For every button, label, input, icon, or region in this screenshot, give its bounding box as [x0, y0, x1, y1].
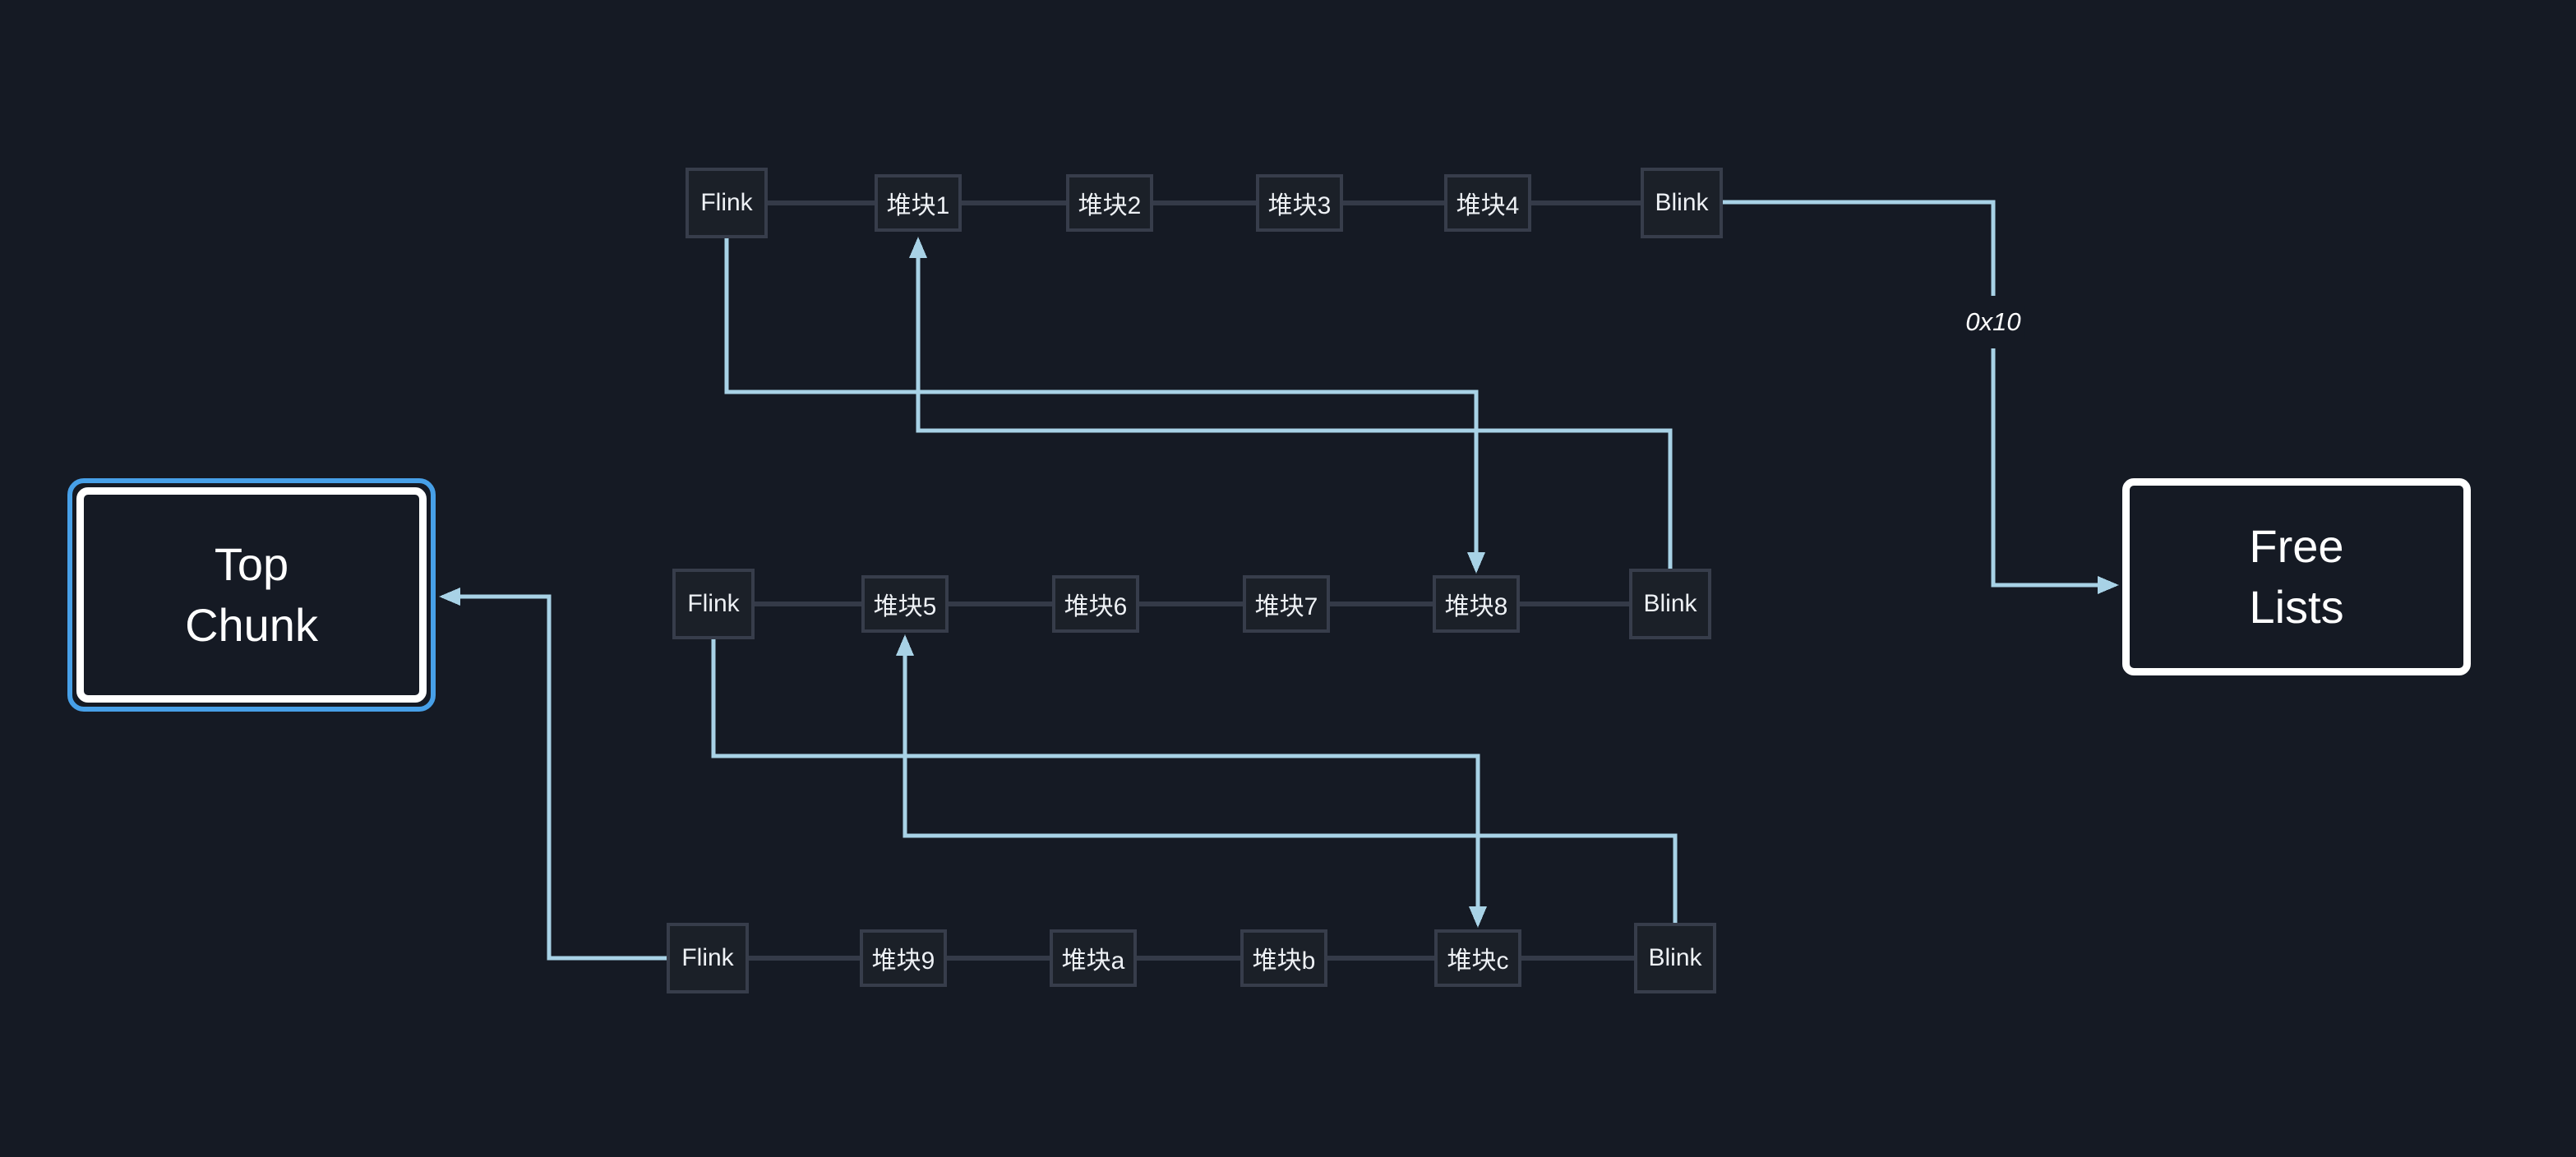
- node-row1-chunk4: 堆块4: [1444, 174, 1531, 232]
- node-label: 堆块1: [886, 192, 950, 219]
- free-lists-box: Free Lists: [2122, 478, 2471, 675]
- node-label: 堆块3: [1267, 192, 1332, 219]
- edge-row1-flink-to-chunk8: [724, 238, 1479, 555]
- top-chunk-label: Top Chunk: [76, 487, 427, 703]
- edge-row2-flink-to-chunkc: [711, 639, 1480, 908]
- arrowhead-up-chunk1: [909, 237, 927, 258]
- node-row2-chunk8: 堆块8: [1433, 575, 1520, 633]
- node-label: Blink: [1643, 590, 1697, 617]
- edge-row2-blink-to-chunk1: [916, 256, 1673, 569]
- node-row2-chunk6: 堆块6: [1052, 575, 1139, 633]
- node-row3-chunkc: 堆块c: [1434, 929, 1521, 987]
- node-row1-chunk2: 堆块2: [1066, 174, 1153, 232]
- arrowhead-right-free-lists: [2098, 576, 2119, 594]
- edge-row1-blink-to-free-lists-lower: [1991, 348, 2099, 588]
- node-label: Blink: [1655, 189, 1709, 216]
- node-row1-flink: Flink: [686, 168, 768, 238]
- arrowhead-left-top-chunk: [439, 588, 460, 606]
- node-label: 堆块7: [1254, 593, 1318, 620]
- node-label: 堆块2: [1078, 192, 1142, 219]
- node-row3-blink: Blink: [1634, 923, 1716, 993]
- edge-row1-blink-to-free-lists-upper: [1721, 200, 1996, 296]
- edge-row3-blink-to-chunk5: [903, 654, 1678, 923]
- top-chunk-box: Top Chunk: [67, 478, 436, 712]
- node-label: 堆块4: [1456, 192, 1520, 219]
- node-label: Flink: [700, 189, 753, 216]
- node-label: 堆块b: [1252, 947, 1316, 975]
- node-row1-chunk1: 堆块1: [875, 174, 962, 232]
- arrowhead-up-chunk5: [896, 634, 914, 656]
- node-label: 堆块5: [873, 593, 937, 620]
- node-row2-chunk7: 堆块7: [1243, 575, 1330, 633]
- node-row2-chunk5: 堆块5: [861, 575, 949, 633]
- node-label: 堆块9: [871, 947, 935, 975]
- node-row1-blink: Blink: [1641, 168, 1723, 238]
- node-row1-chunk3: 堆块3: [1256, 174, 1343, 232]
- offset-label: 0x10: [1962, 306, 2024, 339]
- node-label: 堆块a: [1061, 947, 1125, 975]
- node-label: Blink: [1648, 944, 1702, 971]
- arrowhead-down-chunkc: [1469, 906, 1487, 928]
- node-row3-flink: Flink: [667, 923, 749, 993]
- edge-row3-flink-to-top-chunk: [459, 594, 670, 961]
- node-row2-blink: Blink: [1629, 569, 1711, 639]
- node-label: 堆块6: [1064, 593, 1128, 620]
- node-row3-chunk9: 堆块9: [860, 929, 947, 987]
- node-label: Flink: [687, 590, 740, 617]
- node-row2-flink: Flink: [672, 569, 755, 639]
- node-row3-chunka: 堆块a: [1050, 929, 1137, 987]
- node-label: Flink: [681, 944, 734, 971]
- node-label: 堆块c: [1447, 947, 1509, 975]
- node-row3-chunkb: 堆块b: [1240, 929, 1327, 987]
- arrowhead-down-chunk8: [1467, 552, 1485, 574]
- node-label: 堆块8: [1444, 593, 1508, 620]
